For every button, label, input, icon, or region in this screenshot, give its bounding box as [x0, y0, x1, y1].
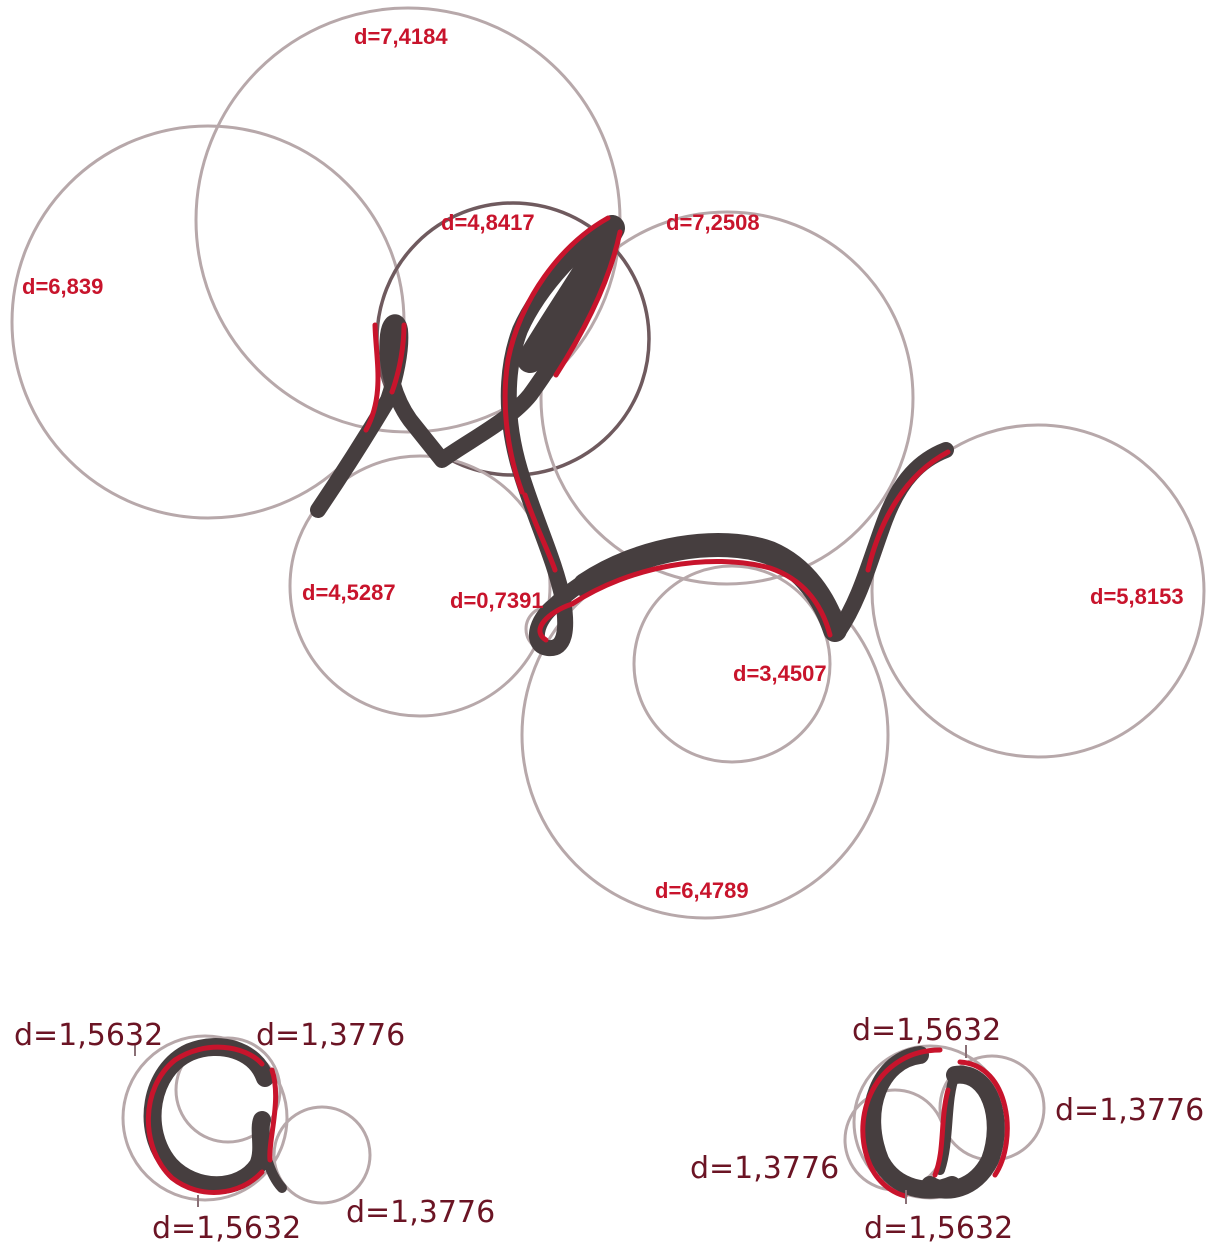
small-left-red-right	[267, 1067, 279, 1163]
curve-red-leaf-inner	[553, 229, 623, 378]
curve-body-dark	[310, 217, 954, 657]
small-left-circle-1-3776-bottom	[272, 1105, 372, 1205]
small-left-label-top-left: d=1,5632	[14, 1018, 163, 1053]
circle-d-5-8153	[870, 423, 1206, 759]
small-left-red-outer	[145, 1044, 265, 1195]
small-left-label-bottom: d=1,5632	[152, 1211, 301, 1245]
label-d-0-7391: d=0,7391	[450, 588, 544, 613]
label-d-7-4184: d=7,4184	[354, 24, 448, 49]
curve-red-descent	[522, 492, 558, 573]
leaf-thick-dark	[517, 215, 625, 373]
label-d-4-5287: d=4,5287	[302, 580, 396, 605]
arc-thick-dark	[573, 533, 847, 642]
label-d-4-8417: d=4,8417	[441, 210, 535, 235]
curve-red-rise	[865, 449, 951, 573]
main-circles	[10, 6, 1206, 920]
small-right-body-dark-2	[921, 1065, 1005, 1199]
small-right-red-left	[860, 1047, 943, 1199]
small-left-label-top-right: d=1,3776	[256, 1018, 405, 1053]
main-labels: d=7,4184 d=6,839 d=4,8417 d=7,2508 d=4,5…	[22, 24, 1184, 903]
curve-red-small-loop	[537, 601, 575, 643]
small-right-label-top: d=1,5632	[852, 1013, 1001, 1048]
small-right-red-inner	[932, 1087, 951, 1178]
label-d-6-4789: d=6,4789	[655, 878, 749, 903]
small-left-label-bottom-right: d=1,3776	[346, 1195, 495, 1230]
circle-d-7-2508	[539, 210, 915, 586]
small-right-inner-dark	[935, 1070, 960, 1175]
curve-red-arc	[569, 558, 833, 638]
label-d-7-2508: d=7,2508	[666, 210, 760, 235]
label-d-5-8153: d=5,8153	[1090, 584, 1184, 609]
label-d-6-839: d=6,839	[22, 274, 103, 299]
small-left-diagram: d=1,5632 d=1,3776 d=1,5632 d=1,3776	[14, 1018, 495, 1245]
curve-red-loop-right	[389, 322, 407, 395]
small-left-circle-1-5632	[121, 1034, 289, 1202]
circle-d-3-4507	[632, 564, 832, 764]
small-right-diagram: d=1,5632 d=1,3776 d=1,3776 d=1,5632	[690, 1013, 1204, 1245]
small-right-label-bottom: d=1,5632	[864, 1211, 1013, 1245]
small-left-circle-1-3776-top	[174, 1036, 282, 1144]
small-right-label-right: d=1,3776	[1055, 1093, 1204, 1128]
label-d-3-4507: d=3,4507	[733, 661, 827, 686]
main-curve	[310, 215, 954, 657]
small-right-red-right	[957, 1059, 1010, 1178]
curve-red-leaf	[502, 215, 611, 495]
circle-d-4-5287	[288, 454, 552, 718]
small-right-label-left: d=1,3776	[690, 1151, 839, 1186]
curve-red-top-loop	[363, 322, 381, 433]
